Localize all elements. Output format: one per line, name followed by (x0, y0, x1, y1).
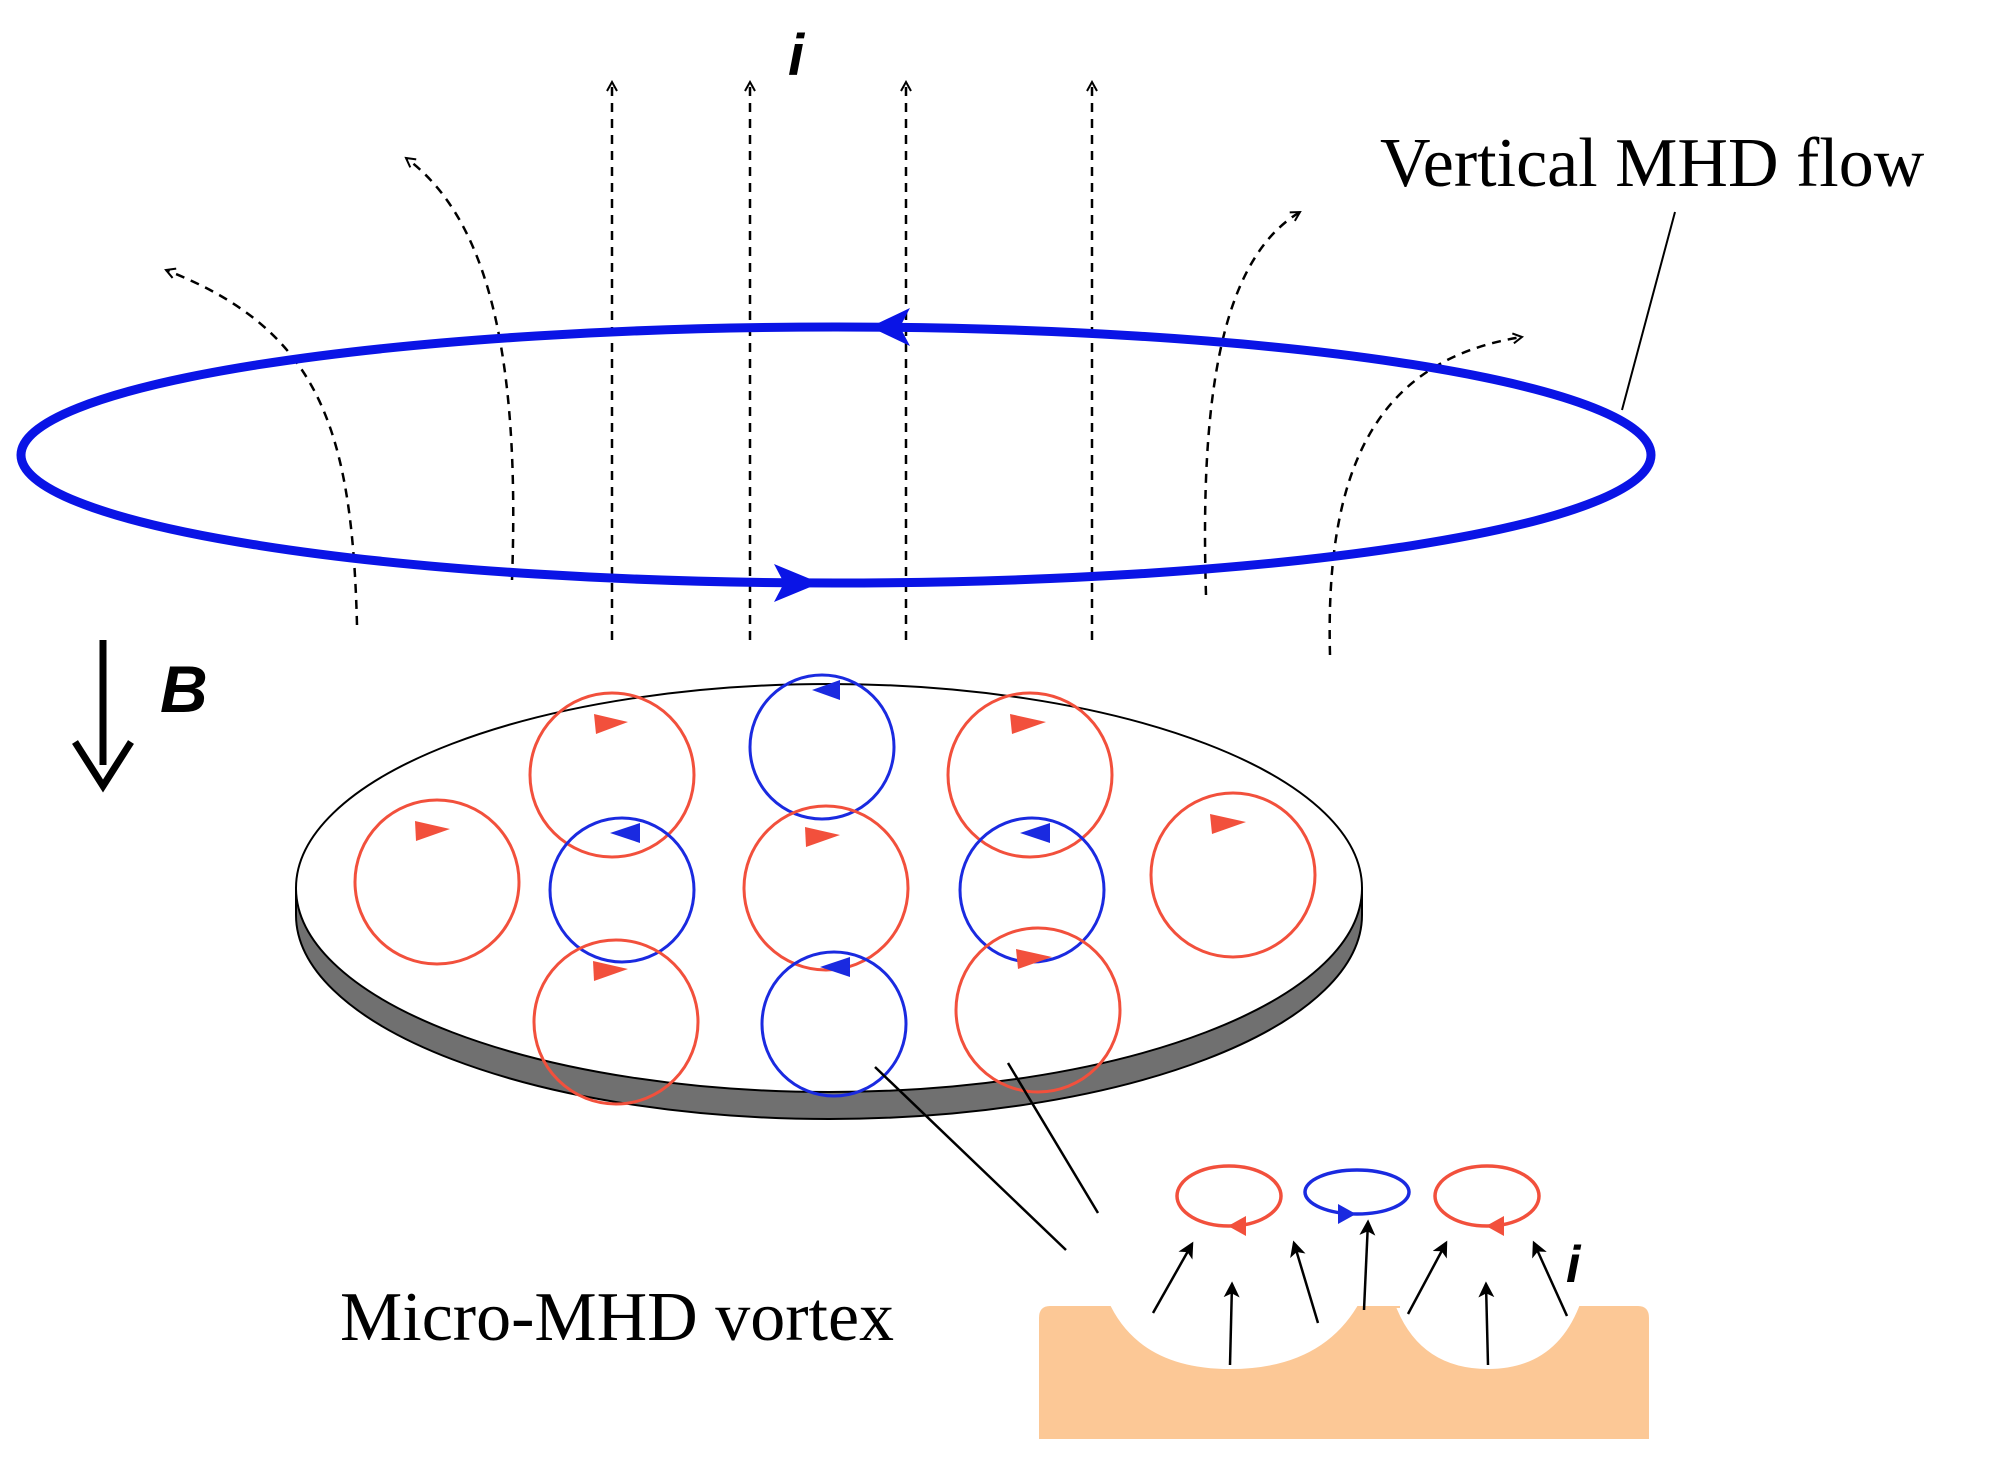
flow-arrow-head (870, 308, 910, 346)
vertical-flow-ring (16, 308, 1656, 602)
vortex-clockwise (954, 926, 1122, 1094)
current-label-top: i (788, 23, 806, 88)
vortex-counterclockwise (760, 950, 908, 1098)
vortex-clockwise (1149, 791, 1317, 959)
field-label: B (160, 652, 208, 726)
micro-vortex-clockwise (1175, 1164, 1283, 1228)
vortex-counterclockwise (748, 673, 896, 821)
current-line (1203, 210, 1300, 596)
micro-vortex-clockwise (1433, 1164, 1541, 1228)
vortex-counterclockwise (548, 816, 696, 964)
disk-top (295, 683, 1363, 1093)
inset-leaders (874, 1062, 1100, 1251)
electrode-inset: i (1039, 1164, 1649, 1439)
flow-arrow-head (774, 564, 820, 602)
electrode-surface (1039, 1306, 1649, 1439)
arrow-down-icon (72, 740, 134, 793)
micro-vortex-counterclockwise (1303, 1168, 1411, 1216)
vortex-clockwise (353, 798, 521, 966)
current-line (166, 270, 359, 626)
vortex-grid (353, 673, 1317, 1106)
vortex-clockwise (946, 691, 1114, 859)
micro-vortex-label: Micro-MHD vortex (340, 1279, 894, 1356)
current-line (406, 158, 515, 581)
field-arrow (72, 640, 134, 793)
micro-vortices (1175, 1164, 1541, 1236)
vortex-clockwise (528, 691, 696, 859)
flow-ring (16, 322, 1656, 588)
current-line (1328, 337, 1522, 656)
current-lines (166, 82, 1522, 656)
vertical-flow-leader (1621, 211, 1676, 411)
current-label-inset: i (1566, 1236, 1582, 1294)
vortex-clockwise (742, 804, 910, 972)
vertical-flow-label: Vertical MHD flow (1380, 125, 1925, 202)
surface-current-arrows (1151, 1219, 1569, 1366)
vortex-clockwise (532, 938, 700, 1106)
electrode-disk (295, 683, 1363, 1120)
